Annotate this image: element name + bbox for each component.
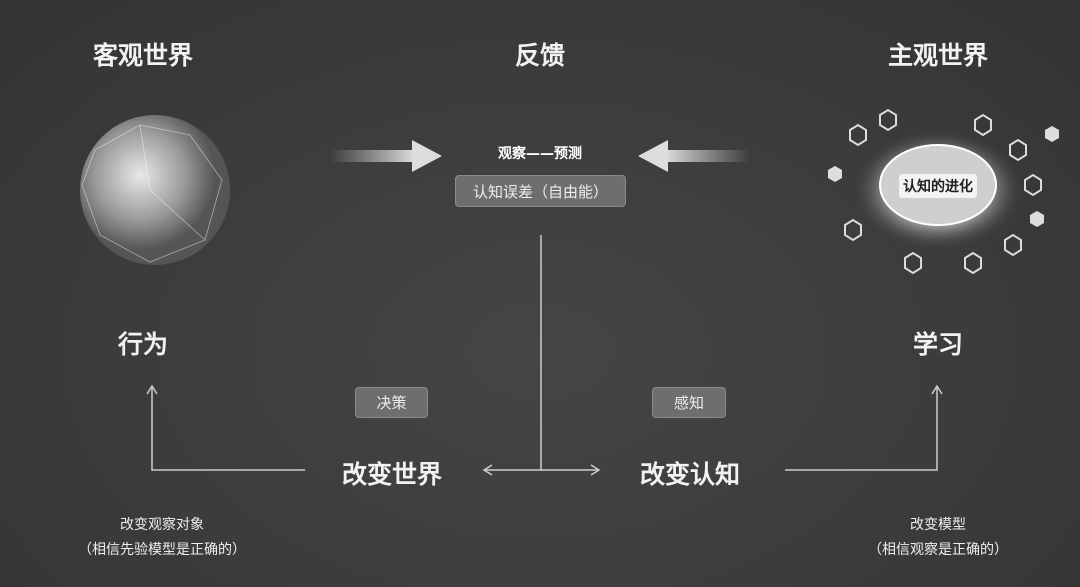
heading-objective-world: 客观世界 [92,41,194,70]
left-note-line1: 改变观察对象 [120,517,204,533]
change-world-label: 改变世界 [341,460,443,489]
observe-predict-label: 观察——预测 [498,146,582,162]
left-feedback-arrow [146,384,305,471]
left-note: 改变观察对象 （相信先验模型是正确的） [78,513,246,563]
right-note-line2: （相信观察是正确的） [868,542,1008,558]
perception-box: 感知 [652,387,726,418]
arrow-left-to-feedback [638,140,750,172]
right-note-line1: 改变模型 [910,517,966,533]
right-note: 改变模型 （相信观察是正确的） [868,513,1008,563]
bidirectional-arrow [482,464,601,476]
change-cognition-label: 改变认知 [639,460,741,489]
heading-subjective-world: 主观世界 [887,41,989,70]
heading-feedback: 反馈 [514,41,566,70]
cognitive-error-box: 认知误差（自由能） [455,175,626,207]
decision-box: 决策 [355,387,428,418]
brain-label: 认知的进化 [899,174,977,198]
globe-icon [80,115,230,265]
right-feedback-arrow [785,384,943,471]
left-note-line2: （相信先验模型是正确的） [78,542,246,558]
learning-label: 学习 [912,330,964,359]
behavior-label: 行为 [117,330,169,359]
arrow-right-to-feedback [330,140,442,172]
